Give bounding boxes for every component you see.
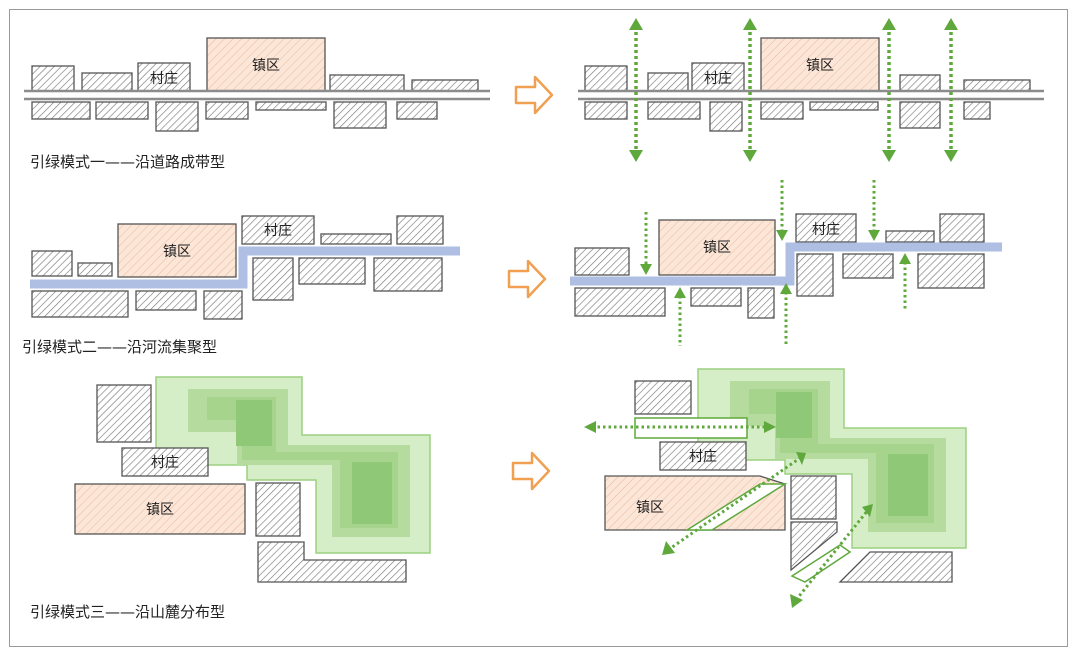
block [31,290,129,318]
block [96,384,152,443]
village-label: 村庄 [264,222,292,239]
transform-arrow-icon [511,451,551,491]
town-block [117,223,237,278]
block [396,101,438,120]
block [647,101,701,120]
village-label: 村庄 [812,221,840,238]
block [203,290,243,320]
block [31,101,91,120]
block [899,101,941,129]
village-block [241,215,315,245]
block [963,79,1031,92]
town-block [658,219,776,276]
green-mountain-zone [697,368,967,549]
block [917,253,985,289]
block [796,253,834,297]
block [790,521,838,572]
block [255,482,301,537]
block [838,551,953,583]
block [257,541,407,583]
mode1-after: 村庄 镇区 [578,18,1044,162]
block [899,74,941,92]
block [584,101,628,120]
transform-arrow-icon [507,259,547,299]
block [411,79,479,92]
block [31,250,73,277]
village-block [659,441,747,471]
mode3-before: 村庄 镇区 [74,376,431,583]
town-label: 镇区 [806,58,834,74]
figure-frame [9,9,1068,647]
mode1-before: 村庄 镇区 [24,37,490,132]
block [373,257,443,292]
block [885,230,935,243]
block [255,101,327,111]
caption-mode2: 引绿模式二——沿河流集聚型 [22,338,217,356]
town-label: 镇区 [252,58,280,74]
block [333,101,387,129]
block [809,101,879,111]
town-block [206,37,326,92]
block [634,380,692,415]
block [77,262,113,277]
block [647,72,689,92]
green-mountain-zone [155,376,431,554]
town-label: 镇区 [163,244,191,260]
block [298,257,366,285]
block [320,233,392,245]
mode2-before: 镇区 村庄 [30,215,460,320]
village-block [121,447,209,477]
village-label: 村庄 [704,70,732,87]
mode2-after: 镇区 村庄 [570,180,1002,346]
block [135,290,197,311]
village-block [795,213,857,243]
river [30,246,460,289]
block [963,101,991,120]
block [31,65,75,92]
block [939,213,985,243]
town-label: 镇区 [703,240,731,256]
block [95,101,149,120]
block [574,247,630,276]
block [252,257,294,301]
green-strip [684,483,788,531]
block [574,287,666,317]
block [205,101,249,120]
green-corridor-dotted-arrow-icon [667,456,801,552]
block [760,101,804,120]
block [584,65,628,92]
caption-mode1: 引绿模式一——沿道路成带型 [30,153,225,171]
block [155,101,199,132]
town-block [760,37,880,92]
block [329,74,405,92]
green-strip [790,544,852,583]
block [690,287,742,307]
village-label: 村庄 [151,454,179,471]
town-label: 镇区 [636,500,664,516]
mode3-after: 村庄 镇区 [584,368,967,608]
block [842,253,894,279]
village-label: 村庄 [689,448,717,465]
block [81,72,133,92]
town-block [74,483,246,535]
block [790,475,837,520]
town-label: 镇区 [146,502,174,518]
transform-arrow-icon [514,75,554,115]
caption-mode3: 引绿模式三——沿山麓分布型 [30,603,225,621]
river [570,242,1002,286]
village-block [691,62,745,92]
town-block [604,475,786,531]
block [396,215,444,245]
village-label: 村庄 [150,70,178,87]
block [747,287,775,319]
block [709,101,743,132]
